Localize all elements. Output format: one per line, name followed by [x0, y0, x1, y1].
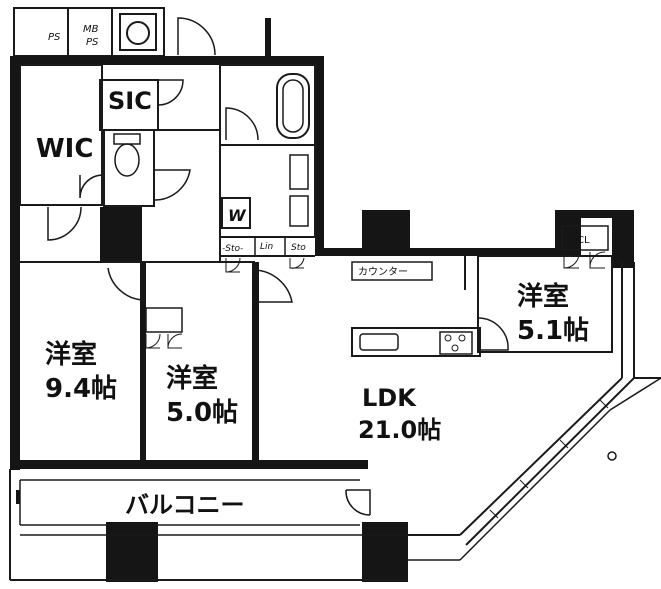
- balcony: バルコニー: [9, 469, 408, 581]
- closet-area: WIC SIC: [19, 64, 184, 206]
- toilet: [103, 129, 191, 207]
- closet-label: CL: [577, 235, 590, 246]
- bedroom-b-name: 洋室: [166, 363, 218, 394]
- entrance-door: [177, 17, 216, 56]
- sic-label: SIC: [108, 87, 152, 115]
- outer-walls: [10, 56, 634, 582]
- bath-area: W -Sto- Lin Sto: [219, 64, 316, 273]
- ldk-size: 21.0帖: [358, 416, 441, 444]
- counter-label: カウンター: [358, 266, 408, 278]
- wall-segment: [265, 18, 271, 56]
- balcony-label: バルコニー: [125, 491, 245, 519]
- washer-label: W: [228, 206, 247, 225]
- bedroom-a-name: 洋室: [45, 339, 97, 370]
- storage-label-1: -Sto-: [222, 244, 243, 254]
- bedroom-b: 洋室 5.0帖: [145, 269, 293, 428]
- bedroom-c: CL 洋室 5.1帖: [477, 225, 613, 353]
- wic-label: WIC: [36, 134, 93, 164]
- mb-ps-label: PS: [86, 37, 99, 48]
- ps-label: PS: [48, 32, 61, 43]
- storage-label-2: Sto: [291, 243, 306, 253]
- utility-strip: PS MB PS: [13, 7, 165, 57]
- bedroom-c-name: 洋室: [517, 281, 569, 312]
- ldk-name: LDK: [362, 384, 417, 412]
- bedroom-a-size: 9.4帖: [45, 374, 117, 404]
- bedroom-a: 洋室 9.4帖: [45, 206, 143, 404]
- linen-label: Lin: [260, 242, 274, 252]
- window-ticks: [489, 399, 609, 519]
- angled-window-wall: [408, 262, 661, 561]
- ldk: カウンター LDK 21.0帖: [351, 256, 481, 444]
- mb-label: MB: [83, 24, 99, 35]
- bedroom-c-size: 5.1帖: [517, 316, 589, 346]
- bedroom-b-size: 5.0帖: [166, 398, 238, 428]
